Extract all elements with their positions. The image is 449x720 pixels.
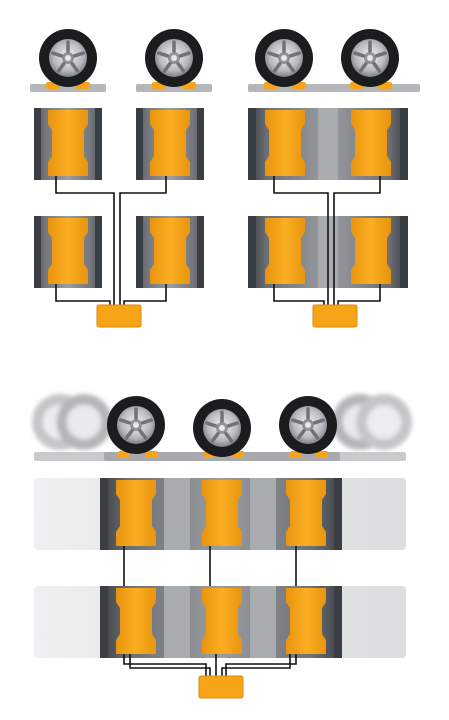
config-six-wheel-in-motion (32, 394, 412, 699)
wheel-icon (193, 399, 251, 457)
pad-icon (286, 588, 326, 654)
pad-icon (118, 451, 130, 458)
pad-icon (351, 110, 391, 176)
controller-box-icon (198, 675, 244, 699)
wire-icon (123, 546, 297, 676)
pad-icon (150, 110, 190, 176)
wheel-icon (341, 29, 399, 87)
pad-icon (265, 110, 305, 176)
wire-icon (55, 176, 167, 305)
pad-icon (316, 451, 328, 458)
wheel-icon (279, 396, 337, 454)
wire-icon (273, 176, 381, 305)
pad-icon (265, 218, 305, 284)
controller-box-icon (312, 304, 358, 328)
pad-icon (286, 480, 326, 546)
controller-box-icon (96, 304, 142, 328)
pad-icon (351, 218, 391, 284)
wheel-icon (39, 29, 97, 87)
pad-icon (150, 218, 190, 284)
pad-icon (116, 588, 156, 654)
pad-icon (48, 110, 88, 176)
pad-icon (290, 451, 302, 458)
config-four-wheel-separate (30, 29, 212, 328)
wheel-icon (107, 396, 165, 454)
pad-icon (202, 588, 242, 654)
ghost-wheel-icon (32, 394, 412, 450)
pad-icon (48, 218, 88, 284)
wheel-icon (255, 29, 313, 87)
pad-icon (116, 480, 156, 546)
wheel-icon (145, 29, 203, 87)
config-four-wheel-dual (248, 29, 420, 328)
pad-icon (146, 451, 158, 458)
pad-icon (202, 480, 242, 546)
